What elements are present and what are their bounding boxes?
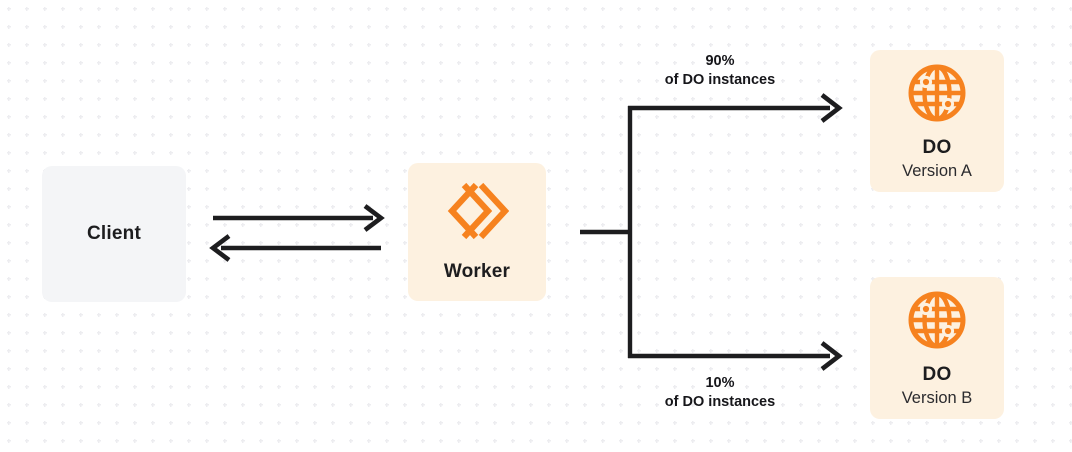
edge-label-do-a-description: of DO instances [664, 72, 776, 89]
arrow-worker-to-do-b [628, 341, 843, 371]
node-do-a-sublabel: Version A [902, 161, 972, 180]
edge-label-do-b-description: of DO instances [664, 394, 776, 411]
node-worker-label: Worker [443, 261, 511, 282]
node-client[interactable]: Client [42, 166, 186, 302]
node-worker[interactable]: Worker [408, 163, 546, 301]
branch-connector [580, 106, 633, 358]
arrow-worker-to-do-a [628, 93, 843, 123]
node-client-label: Client [87, 223, 141, 244]
node-do-b-label: DO [922, 363, 952, 385]
edge-label-do-a: 90% of DO instances [600, 52, 840, 91]
node-do-version-a[interactable]: DO Version A [870, 50, 1004, 192]
cloudflare-workers-icon [445, 181, 510, 241]
node-do-b-sublabel: Version B [901, 388, 973, 407]
node-do-version-b[interactable]: DO Version B [870, 277, 1004, 419]
globe-icon [906, 289, 968, 351]
globe-icon [906, 62, 968, 124]
arrow-worker-to-client [209, 234, 381, 262]
edge-label-do-b: 10% of DO instances [600, 374, 840, 413]
edge-label-do-a-percent: 90% [705, 53, 735, 69]
node-do-a-label: DO [922, 136, 952, 158]
edge-label-do-b-percent: 10% [705, 375, 735, 391]
arrow-client-to-worker [213, 204, 385, 232]
